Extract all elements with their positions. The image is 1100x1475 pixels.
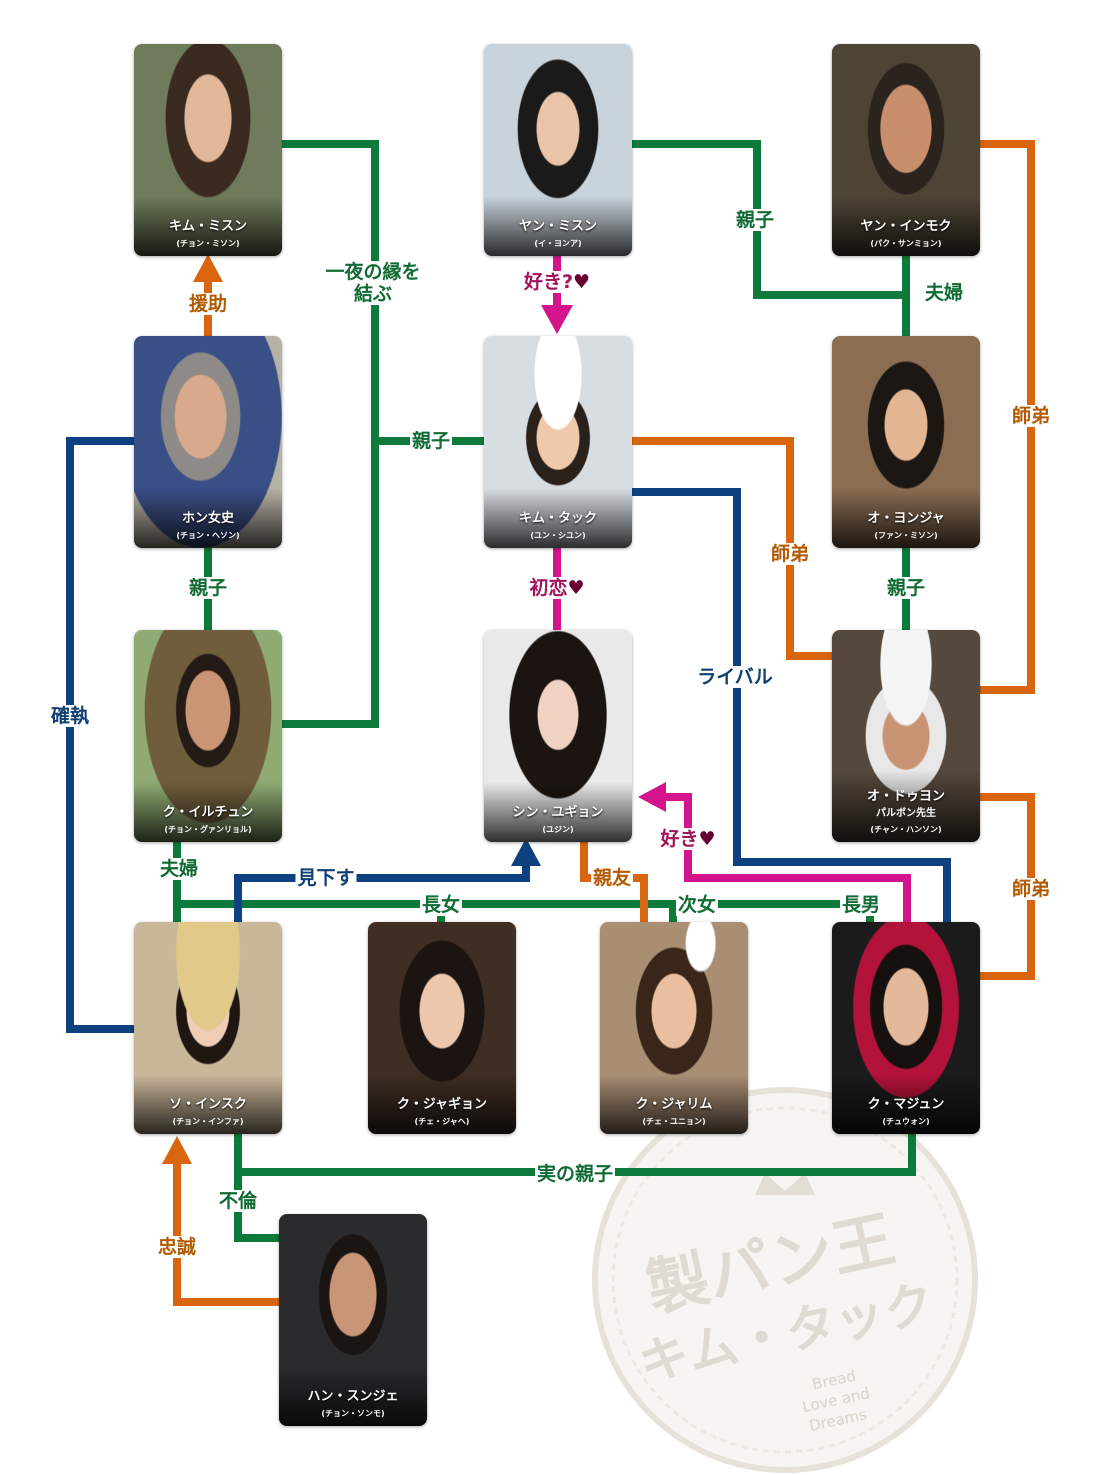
label-mikudasu: 見下す [295, 867, 357, 889]
actor-name: (パク・サンミョン) [870, 239, 942, 248]
label-oyako-center: 親子 [409, 430, 453, 452]
heart-icon: ♥ [698, 828, 716, 850]
label-shinyu: 親友 [590, 867, 634, 889]
actor-name: (ファン・ミソン) [874, 531, 938, 540]
character-card-gu-jakyung: ク・ジャギョン (チェ・ジャヘ) [368, 922, 516, 1134]
actor-name: (ユン・シユン) [530, 531, 586, 540]
heart-icon: ♥ [567, 577, 585, 599]
line-mikudasu [234, 860, 530, 922]
label-oyako-yang: 親子 [733, 209, 777, 231]
character-card-kim-misun: キム・ミスン (チョン・ミソン) [134, 44, 282, 256]
actor-name: (チョン・インファ) [172, 1117, 244, 1126]
arrow-suki-q [541, 305, 573, 334]
label-ichiya-line2: 結ぶ [353, 283, 393, 305]
label-shitei-right: 師弟 [1009, 405, 1053, 427]
label-suki: 好き♥ [658, 828, 718, 850]
label-chojo: 長女 [419, 894, 463, 916]
label-chonan: 長男 [839, 894, 883, 916]
character-alias: パルボン先生 [876, 808, 936, 819]
character-card-oh-doyon: オ・ドゥヨン パルボン先生 (チャン・ハンソン) [832, 630, 980, 842]
character-name: ホン女史 [181, 511, 234, 526]
label-kakushitsu: 確執 [48, 705, 92, 727]
label-shitei-mid: 師弟 [768, 543, 812, 565]
label-shitei-bottom: 師弟 [1009, 878, 1053, 900]
line-chusei [173, 1160, 279, 1306]
character-name: キム・ミスン [168, 219, 247, 234]
character-card-yang-inmok: ヤン・インモク (パク・サンミョン) [832, 44, 980, 256]
character-card-gu-ilchun: ク・イルチュン (チョン・グァンリョル) [134, 630, 282, 842]
label-furin: 不倫 [216, 1190, 260, 1212]
character-card-seo-insuk: ソ・インスク (チョン・インファ) [134, 922, 282, 1134]
actor-name: (イ・ヨンア) [534, 239, 582, 248]
character-name: キム・タック [518, 511, 597, 526]
character-name: ク・イルチュン [162, 805, 254, 820]
label-oyako-oh: 親子 [884, 577, 928, 599]
character-name: ク・ジャリム [635, 1097, 713, 1112]
arrow-suki [638, 782, 666, 812]
label-suki-text: 好き [660, 828, 699, 850]
character-name: シン・ユギョン [512, 805, 604, 820]
actor-name: (チェ・ユニョン) [642, 1117, 706, 1126]
label-suki-q: 好き?♥ [521, 271, 593, 293]
label-hatsukoi-text: 初恋 [529, 577, 568, 599]
actor-name: (ユジン) [542, 825, 574, 834]
label-fufu-gu: 夫婦 [157, 858, 201, 880]
character-name: ク・ジャギョン [396, 1097, 488, 1112]
character-name: オ・ヨンジャ [867, 511, 945, 526]
character-card-hong: ホン女史 (チョン・ヘソン) [134, 336, 282, 548]
character-name: ハン・スンジェ [307, 1389, 399, 1404]
label-oyako-hong: 親子 [186, 577, 230, 599]
drama-logo-watermark: 製パン王 キム・タック Bread Love and Dreams [592, 1087, 978, 1473]
heart-icon: ♥ [572, 271, 591, 293]
character-card-gu-majun: ク・マジュン (チュウォン) [832, 922, 980, 1134]
line-suki [660, 793, 911, 922]
actor-name: (チョン・ミソン) [176, 239, 240, 248]
label-jitsu-oyako: 実の親子 [534, 1163, 616, 1185]
character-card-shin-yukyung: シン・ユギョン (ユジン) [484, 630, 632, 842]
character-name: オ・ドゥヨン [866, 789, 945, 804]
character-name: ヤン・ミスン [518, 219, 597, 234]
label-suki-q-text: 好き? [523, 271, 573, 293]
character-card-kim-tak: キム・タック (ユン・シユン) [484, 336, 632, 548]
label-chusei: 忠誠 [155, 1236, 199, 1258]
label-ichiya-line1: 一夜の縁を [325, 261, 421, 283]
label-ichiya: 一夜の縁を結ぶ [323, 261, 423, 305]
character-card-oh-yongja: オ・ヨンジャ (ファン・ミソン) [832, 336, 980, 548]
character-card-han-sunje: ハン・スンジェ (チョン・ソンモ) [279, 1214, 427, 1426]
arrow-chusei [162, 1136, 192, 1164]
actor-name: (チョン・ソンモ) [321, 1409, 385, 1418]
label-enjo: 援助 [186, 293, 230, 315]
actor-name: (チャン・ハンソン) [870, 825, 942, 834]
actor-name: (チュウォン) [882, 1117, 930, 1126]
line-kakushitsu [66, 437, 134, 1033]
arrow-enjo [193, 254, 223, 282]
label-jijo: 次女 [675, 894, 719, 916]
character-card-yang-misun: ヤン・ミスン (イ・ヨンア) [484, 44, 632, 256]
character-name: ク・マジュン [867, 1097, 945, 1112]
arrow-mikudasu [511, 838, 541, 866]
line-rival [632, 488, 951, 922]
character-card-gu-jarim: ク・ジャリム (チェ・ユニョン) [600, 922, 748, 1134]
actor-name: (チェ・ジャヘ) [414, 1117, 470, 1126]
label-hatsukoi: 初恋♥ [527, 577, 587, 599]
actor-name: (チョン・グァンリョル) [164, 825, 252, 834]
character-name: ヤン・インモク [860, 219, 952, 234]
actor-name: (チョン・ヘソン) [176, 531, 240, 540]
label-rival: ライバル [695, 666, 775, 688]
character-name: ソ・インスク [169, 1097, 247, 1112]
label-fufu-yang: 夫婦 [922, 282, 966, 304]
line-ichiya [282, 140, 379, 728]
